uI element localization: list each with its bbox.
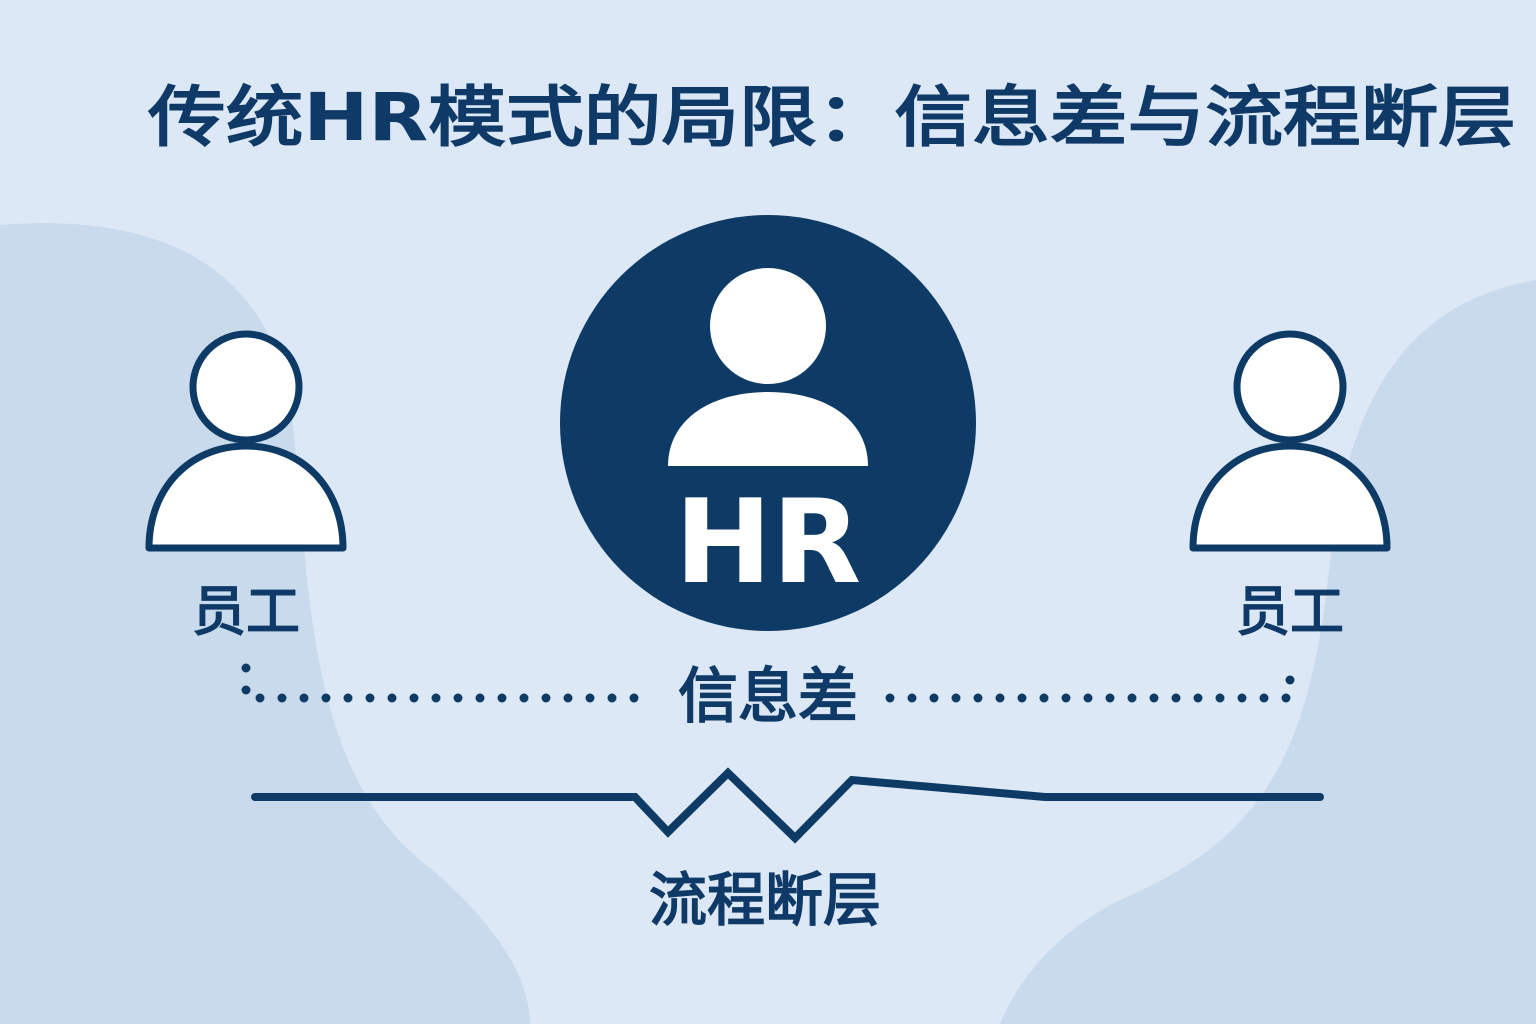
employee-node-left: 员工 <box>145 330 347 643</box>
employee-person-icon <box>145 330 347 552</box>
hr-label: HR <box>675 475 861 610</box>
employee-person-icon <box>1189 330 1391 552</box>
employee-node-right: 员工 <box>1189 330 1391 643</box>
hr-person-icon <box>668 268 868 466</box>
process-break-label: 流程断层 <box>649 866 881 934</box>
employee-label-right: 员工 <box>1236 580 1344 643</box>
information-gap-label: 信息差 <box>678 662 858 732</box>
information-gap-line <box>241 663 1295 703</box>
hr-node: HR <box>560 215 976 631</box>
employee-label-left: 员工 <box>192 580 300 643</box>
background-blob-right <box>1000 280 1536 1024</box>
process-break-line <box>251 767 1324 844</box>
background-blob-left <box>0 223 530 1024</box>
page-title: 传统HR模式的局限：信息差与流程断层 <box>147 79 1516 156</box>
